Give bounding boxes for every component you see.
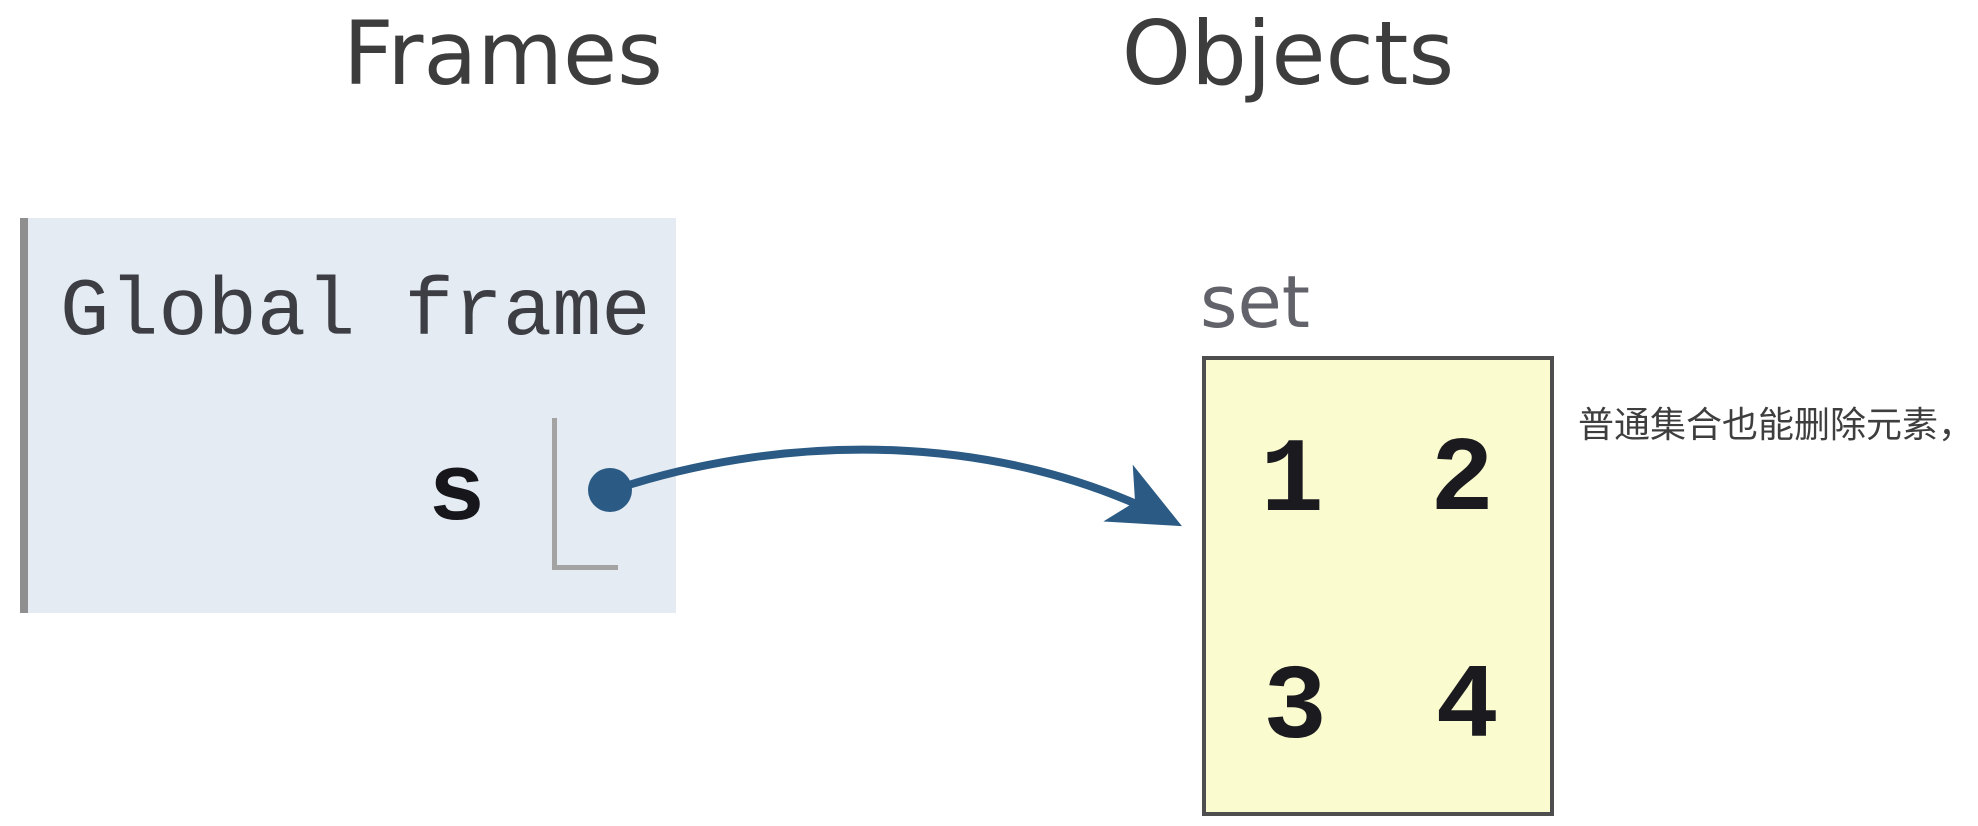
pointer-anchor-bracket [552,418,618,570]
object-type-label: set [1200,260,1311,344]
set-value-2: 2 [1430,421,1494,541]
variable-name-s: s [428,439,486,548]
objects-column-title: Objects [1121,2,1455,105]
pointer-arrow-path [612,445,1182,527]
set-value-1: 1 [1260,422,1324,542]
frames-column-title: Frames [342,2,664,105]
set-value-3: 3 [1263,649,1327,769]
set-object-box: 1 2 3 4 [1202,356,1554,816]
global-frame-box: Global frame s [20,218,676,613]
set-value-4: 4 [1435,648,1499,768]
annotation-text: 普通集合也能删除元素， [1578,405,1975,446]
global-frame-label: Global frame [60,266,651,359]
